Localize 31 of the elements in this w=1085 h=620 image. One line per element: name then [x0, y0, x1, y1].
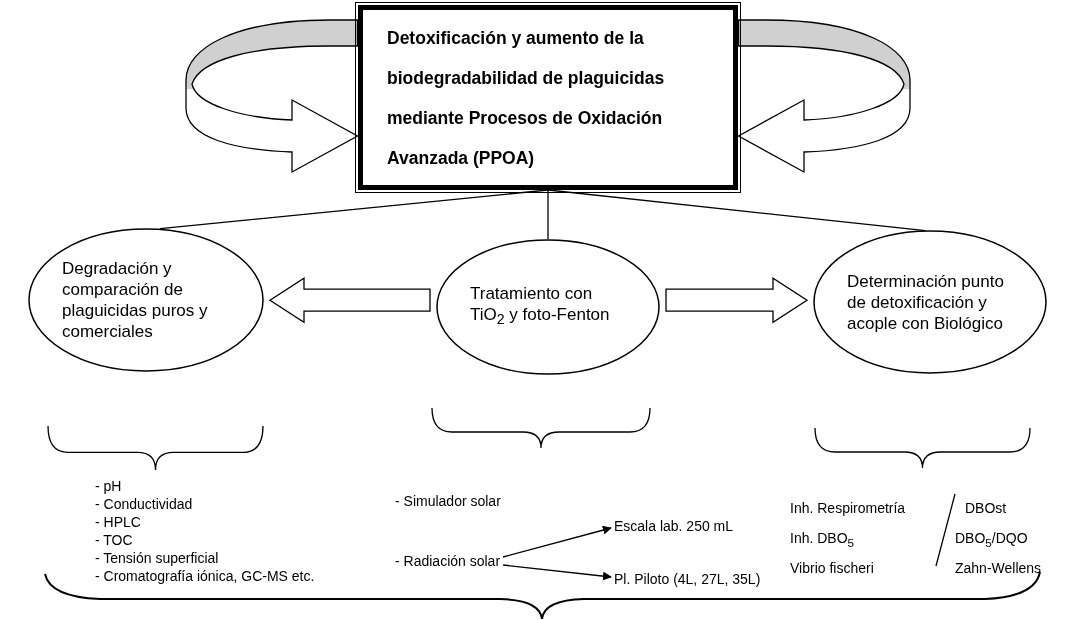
block-arrow: [268, 277, 431, 324]
list-item: - pH: [95, 478, 122, 494]
list-item: DBOst: [965, 500, 1007, 516]
list-item: Vibrio fischeri: [790, 560, 874, 576]
list-item: - TOC: [95, 532, 133, 548]
node-text: Pl. Piloto (4L, 27L, 35L): [614, 569, 761, 589]
list-item: Zahn-Wellens: [955, 560, 1042, 576]
block-arrow: [665, 277, 809, 324]
list-item: Inh. Respirometría: [790, 500, 906, 516]
node-text: Determinación punto de detoxificación y acople con Biológico: [847, 270, 1005, 334]
topic-ellipse: [28, 228, 264, 372]
list-item: DBO$_{5}$/DQO: [955, 530, 1028, 549]
curved-block-arrow: [185, 19, 359, 173]
topic-ellipse: [436, 239, 660, 375]
arrow: [502, 525, 612, 558]
list-item: - Cromatografía iónica, GC-MS etc.: [95, 568, 315, 584]
connector-line: [547, 189, 549, 240]
node-text: Degradación y comparación de plaguicidas puros y comerciales: [62, 258, 209, 342]
curved-block-arrow: [737, 19, 911, 173]
list-item: - Tensión superficial: [95, 550, 219, 566]
arrow: [502, 564, 612, 581]
list-item: - Simulador solar: [395, 493, 501, 509]
node-text: Escala lab. 250 mL: [614, 516, 734, 536]
list-item: - HPLC: [95, 514, 141, 530]
title-text: Detoxificación y aumento de la biodegradabilidad de plaguicidas mediante Procesos de Oxidación Avanzada (PPOA): [387, 26, 666, 170]
list-item: Inh. DBO$_{5}$: [790, 530, 855, 549]
list-item: - Conductividad: [95, 496, 193, 512]
node-text: - Radiación solar: [395, 551, 501, 571]
topic-ellipse: [813, 230, 1047, 374]
title-box: [358, 5, 738, 190]
node-text: Tratamiento con TiO$_{2}$ y foto-Fenton: [470, 283, 611, 330]
